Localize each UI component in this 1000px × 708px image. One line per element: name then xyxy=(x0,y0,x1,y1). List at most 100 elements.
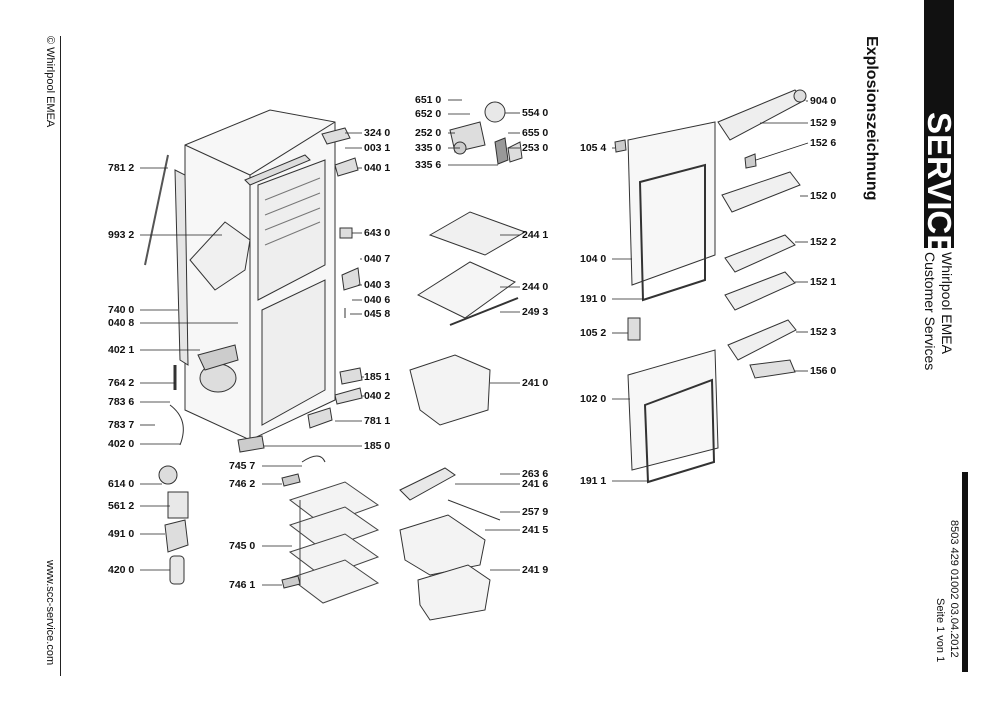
relay-cover xyxy=(164,519,189,553)
part-label-4020: 402 0 xyxy=(108,438,135,450)
part-label-0458: 045 8 xyxy=(364,308,391,320)
part-label-2415: 241 5 xyxy=(522,524,549,536)
cover-rail xyxy=(447,499,501,521)
part-label-3350: 335 0 xyxy=(415,142,442,154)
door-shelf-lower xyxy=(727,319,797,361)
document-info-bar xyxy=(962,472,968,672)
part-label-2416: 241 6 xyxy=(522,478,549,490)
part-label-7812: 781 2 xyxy=(108,162,135,174)
left-border-line xyxy=(60,36,61,676)
part-label-5540: 554 0 xyxy=(522,107,549,119)
duct-part xyxy=(307,407,333,429)
part-label-2410: 241 0 xyxy=(522,377,549,389)
part-label-0408: 040 8 xyxy=(108,317,135,329)
thermostat-knob xyxy=(158,465,178,485)
part-label-4910: 491 0 xyxy=(108,528,135,540)
part-label-1521: 152 1 xyxy=(810,276,837,288)
part-label-1522: 152 2 xyxy=(810,236,837,248)
part-label-1052: 105 2 xyxy=(580,327,607,339)
part-label-1911: 191 1 xyxy=(580,475,607,487)
shelf-support-left xyxy=(281,473,301,487)
part-label-1529: 152 9 xyxy=(810,117,837,129)
part-label-7811: 781 1 xyxy=(364,415,391,427)
service-banner xyxy=(924,0,954,248)
part-label-1851: 185 1 xyxy=(364,371,391,383)
part-label-1040: 104 0 xyxy=(580,253,607,265)
freezer-door-gasket xyxy=(643,378,716,484)
egg-tray-knob xyxy=(793,89,807,103)
top-hinge xyxy=(334,157,359,177)
door-clip xyxy=(744,153,757,169)
part-label-1054: 105 4 xyxy=(580,142,607,154)
part-label-7642: 764 2 xyxy=(108,377,135,389)
part-label-1523: 152 3 xyxy=(810,326,837,338)
part-label-0406: 040 6 xyxy=(364,294,391,306)
part-label-0407: 040 7 xyxy=(364,253,391,265)
part-label-0401: 040 1 xyxy=(364,162,391,174)
bracket-part xyxy=(341,267,361,291)
part-label-2493: 249 3 xyxy=(522,306,549,318)
part-label-7836: 783 6 xyxy=(108,396,135,408)
part-label-0031: 003 1 xyxy=(364,142,391,154)
evaporator-panel xyxy=(189,221,251,291)
part-label-0403: 040 3 xyxy=(364,279,391,291)
part-label-0402: 040 2 xyxy=(364,390,391,402)
wire-loop xyxy=(301,455,326,463)
freezer-drawer xyxy=(409,354,491,426)
part-label-6520: 652 0 xyxy=(415,108,442,120)
part-label-5612: 561 2 xyxy=(108,500,135,512)
shelf-trim xyxy=(449,297,519,326)
condenser-pipe xyxy=(144,154,169,266)
part-label-2520: 252 0 xyxy=(415,127,442,139)
door-shelf-middle xyxy=(724,271,796,311)
part-label-6140: 614 0 xyxy=(108,478,135,490)
part-label-6510: 651 0 xyxy=(415,94,442,106)
part-label-1526: 152 6 xyxy=(810,137,837,149)
door-shelf-large xyxy=(721,171,801,213)
part-label-7457: 745 7 xyxy=(229,460,256,472)
part-label-7837: 783 7 xyxy=(108,419,135,431)
part-label-2579: 257 9 xyxy=(522,506,549,518)
thermostat-assembly xyxy=(449,101,523,165)
wire-shelves xyxy=(288,481,380,604)
part-label-2530: 253 0 xyxy=(522,142,549,154)
crisper-drawer xyxy=(399,514,486,576)
egg-tray xyxy=(749,359,796,379)
crisper-cover xyxy=(399,467,456,501)
part-label-1520: 152 0 xyxy=(810,190,837,202)
part-label-7450: 745 0 xyxy=(229,540,256,552)
part-label-2441: 244 1 xyxy=(522,229,549,241)
part-label-1560: 156 0 xyxy=(810,365,837,377)
part-label-9932: 993 2 xyxy=(108,229,135,241)
hinge-part xyxy=(614,139,627,153)
fridge-door-gasket xyxy=(638,163,706,302)
lamp-holder xyxy=(334,387,363,405)
part-label-3240: 324 0 xyxy=(364,127,391,139)
part-label-6430: 643 0 xyxy=(364,227,391,239)
part-label-2636: 263 6 xyxy=(522,468,549,480)
part-label-7400: 740 0 xyxy=(108,304,135,316)
part-label-4200: 420 0 xyxy=(108,564,135,576)
butter-compartment xyxy=(717,89,806,141)
glass-shelf-frame xyxy=(428,211,527,256)
freezer-door xyxy=(627,349,719,471)
part-label-1910: 191 0 xyxy=(580,293,607,305)
part-label-1020: 102 0 xyxy=(580,393,607,405)
capacitor xyxy=(169,555,185,585)
hinge-cover xyxy=(321,127,351,145)
part-label-4021: 402 1 xyxy=(108,344,135,356)
fridge-door xyxy=(627,121,716,286)
freezer-basket xyxy=(417,564,491,621)
clip-part xyxy=(339,227,353,239)
part-label-9040: 904 0 xyxy=(810,95,837,107)
compressor xyxy=(173,344,239,393)
door-shelf-upper xyxy=(724,234,796,273)
relay-block xyxy=(167,491,189,519)
part-label-3356: 335 6 xyxy=(415,159,442,171)
part-label-7461: 746 1 xyxy=(229,579,256,591)
control-panel xyxy=(237,435,265,453)
part-label-1850: 185 0 xyxy=(364,440,391,452)
lamp-cover xyxy=(339,367,363,385)
glass-shelf xyxy=(416,261,516,319)
